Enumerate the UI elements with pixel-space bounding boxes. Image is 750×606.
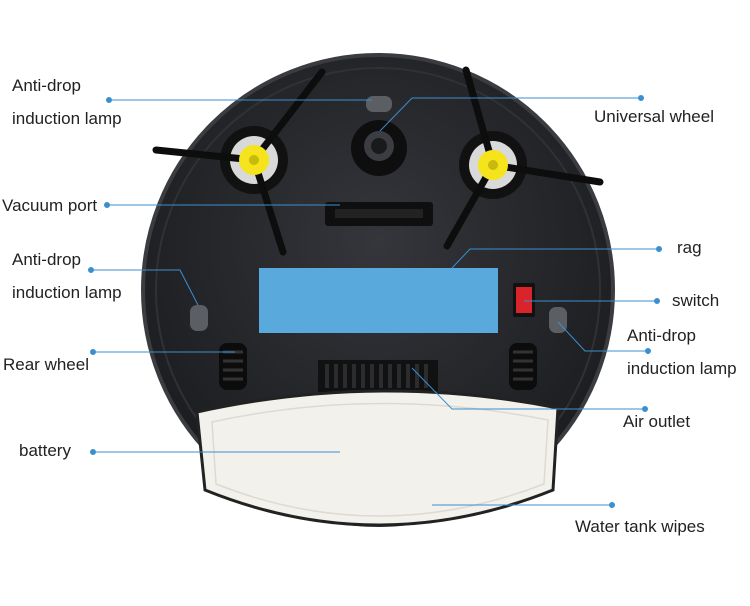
leader-air-outlet: [411, 367, 645, 410]
anti-drop-lamp-left: [190, 305, 208, 331]
right-side-brush: [443, 66, 604, 250]
label-anti-drop-top: Anti-drop induction lamp: [12, 76, 122, 128]
label-universal-wheel: Universal wheel: [594, 107, 714, 126]
label-switch: switch: [672, 291, 720, 310]
label-rear-wheel: Rear wheel: [3, 355, 89, 374]
air-outlet: [318, 360, 438, 392]
left-side-brush: [152, 68, 326, 256]
rear-wheel-left: [219, 343, 247, 390]
label-anti-drop-left: Anti-drop induction lamp: [12, 250, 122, 302]
leader-lines: [88, 95, 662, 508]
water-tank-wipe: [195, 389, 560, 527]
label-air-outlet: Air outlet: [623, 412, 691, 431]
label-rag: rag: [677, 238, 702, 257]
vacuum-port: [325, 202, 433, 226]
leader-rag: [451, 248, 659, 269]
leader-anti-drop-right: [557, 321, 648, 352]
anti-drop-lamp-top: [366, 96, 392, 112]
universal-wheel: [351, 120, 407, 176]
label-vacuum-port: Vacuum port: [2, 196, 98, 215]
label-battery: battery: [19, 441, 71, 460]
leader-universal-wheel: [379, 97, 641, 132]
leader-anti-drop-left: [91, 269, 199, 306]
label-water-tank-wipes: Water tank wipes: [575, 517, 705, 536]
robot-vacuum: [141, 53, 615, 527]
rag: [259, 268, 498, 333]
rear-wheel-right: [509, 343, 537, 390]
switch: [513, 283, 535, 317]
label-anti-drop-right: Anti-drop induction lamp: [627, 326, 737, 378]
